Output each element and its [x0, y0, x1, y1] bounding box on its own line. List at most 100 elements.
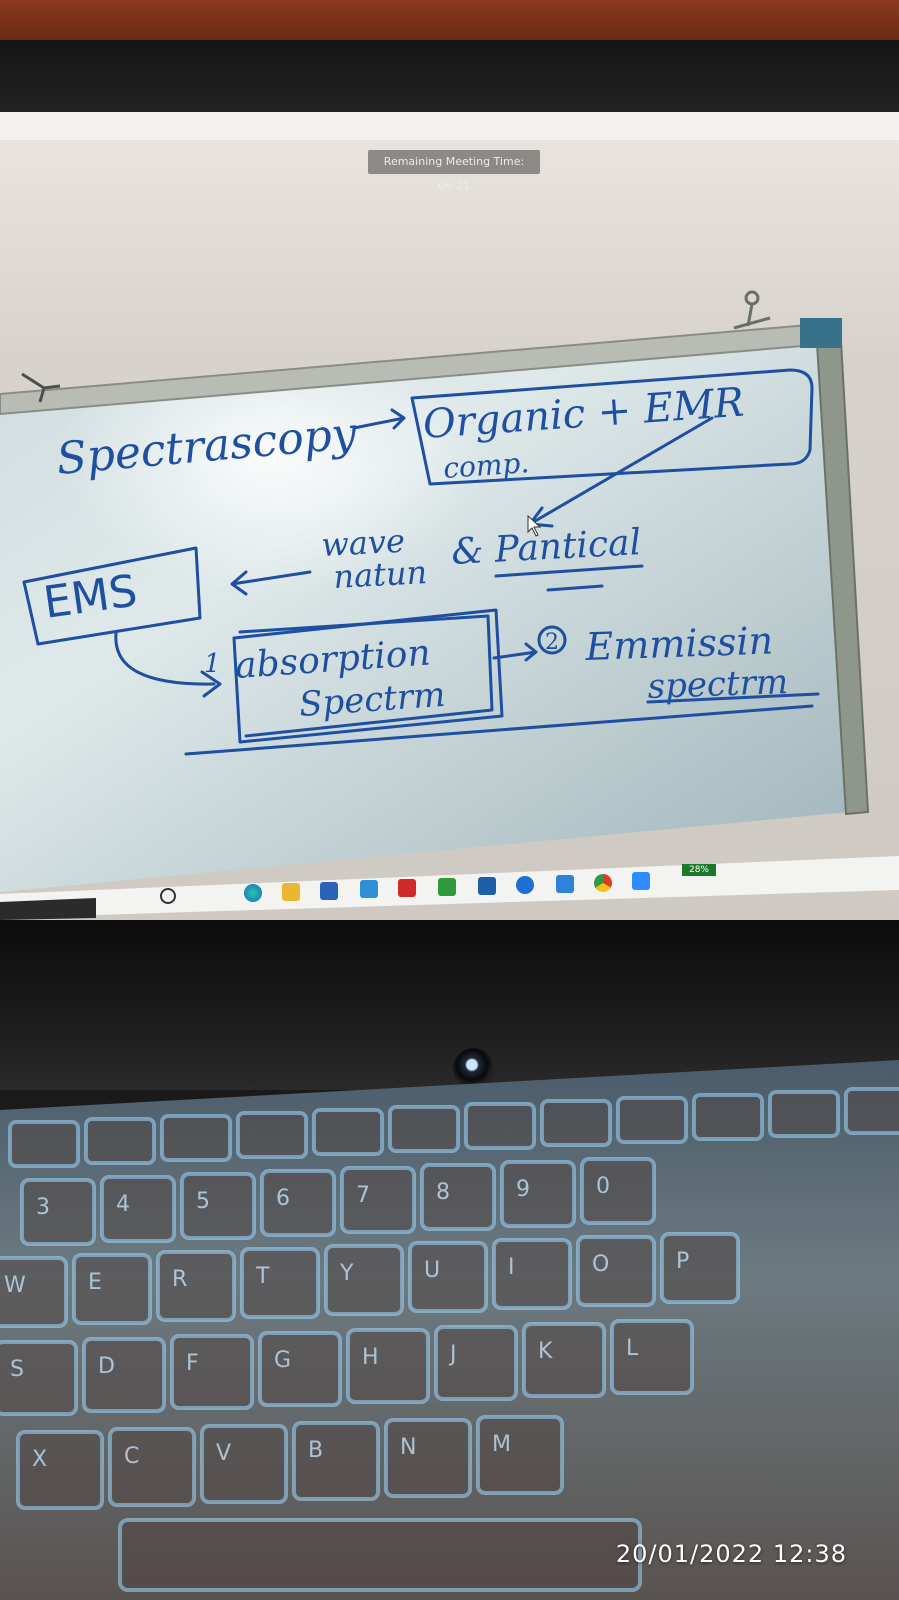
laptop-lower-bezel — [0, 920, 899, 1090]
laptop-screen: Spectrascopy Organic + EMR comp. wave na… — [0, 112, 899, 920]
key-label: Y — [339, 1261, 354, 1286]
function-key[interactable] — [464, 1102, 536, 1150]
key-label: L — [626, 1336, 639, 1361]
function-key[interactable] — [84, 1117, 156, 1165]
keyboard-key[interactable] — [610, 1319, 694, 1395]
key-label: U — [424, 1258, 440, 1283]
key-label: B — [308, 1438, 323, 1463]
xbox-icon[interactable] — [438, 878, 456, 896]
keyboard-key[interactable] — [580, 1157, 656, 1225]
key-label: V — [216, 1441, 231, 1466]
keyboard-key[interactable] — [292, 1421, 380, 1501]
edge-icon[interactable] — [244, 884, 262, 902]
app-l-icon[interactable] — [360, 880, 378, 898]
key-label: 0 — [596, 1174, 610, 1199]
text-wave: wave — [320, 522, 405, 564]
chrome-icon[interactable] — [594, 874, 612, 892]
key-label: G — [274, 1348, 291, 1373]
keyboard-key[interactable] — [492, 1238, 572, 1310]
keyboard-key[interactable] — [346, 1328, 430, 1404]
key-label: 3 — [36, 1195, 50, 1220]
key-label: M — [492, 1432, 511, 1457]
keyboard-key[interactable] — [82, 1337, 166, 1413]
keyboard-key[interactable] — [0, 1256, 68, 1328]
keyboard-key[interactable] — [240, 1247, 320, 1319]
wall-background — [0, 0, 899, 40]
key-label: 5 — [196, 1189, 210, 1214]
function-key[interactable] — [540, 1099, 612, 1147]
key-label: P — [676, 1249, 689, 1274]
function-key[interactable] — [160, 1114, 232, 1162]
laptop-top-bezel — [0, 40, 899, 112]
photo-timestamp: 20/01/2022 12:38 — [615, 1540, 847, 1568]
keyboard-key[interactable] — [522, 1322, 606, 1398]
keyboard-key[interactable] — [340, 1166, 416, 1234]
keyboard-key[interactable] — [258, 1331, 342, 1407]
keyboard-key[interactable] — [408, 1241, 488, 1313]
key-label: 8 — [436, 1180, 450, 1205]
keyboard-key[interactable] — [200, 1424, 288, 1504]
function-key[interactable] — [8, 1120, 80, 1168]
file-explorer-icon[interactable] — [282, 883, 300, 901]
function-key[interactable] — [768, 1090, 840, 1138]
keyboard-key[interactable] — [0, 1340, 78, 1416]
keyboard-key[interactable] — [156, 1250, 236, 1322]
keyboard-key[interactable] — [100, 1175, 176, 1243]
whiteboard-video: Spectrascopy Organic + EMR comp. wave na… — [0, 290, 899, 920]
key-label: T — [255, 1264, 270, 1289]
key-label: N — [400, 1435, 416, 1460]
keyboard-key[interactable] — [384, 1418, 472, 1498]
key-label: R — [172, 1267, 187, 1292]
key-label: S — [10, 1357, 24, 1382]
function-key[interactable] — [844, 1087, 899, 1135]
text-emission: Emmissin — [584, 618, 774, 669]
key-label: F — [186, 1351, 199, 1376]
cursor-icon — [527, 514, 542, 537]
keyboard-key[interactable] — [108, 1427, 196, 1507]
function-key[interactable] — [312, 1108, 384, 1156]
text-emission-spectrum: spectrm — [647, 662, 789, 707]
function-key[interactable] — [616, 1096, 688, 1144]
zoom-controls-bar — [0, 898, 96, 920]
text-absorption-number: 1 — [204, 649, 221, 679]
text-nature: natun — [332, 553, 428, 596]
function-key[interactable] — [692, 1093, 764, 1141]
key-label: H — [362, 1345, 379, 1370]
recycle-icon[interactable] — [556, 875, 574, 893]
keyboard-key[interactable] — [434, 1325, 518, 1401]
mcafee-icon[interactable] — [398, 879, 416, 897]
key-label: J — [448, 1342, 457, 1367]
key-label: K — [538, 1339, 553, 1364]
keyboard-key[interactable] — [660, 1232, 740, 1304]
key-label: 6 — [276, 1186, 290, 1211]
keyboard-key[interactable] — [420, 1163, 496, 1231]
media-player-icon[interactable] — [516, 876, 534, 894]
keyboard-key[interactable] — [20, 1178, 96, 1246]
app-icon[interactable] — [478, 877, 496, 895]
function-key[interactable] — [388, 1105, 460, 1153]
key-label: 9 — [516, 1177, 530, 1202]
key-label: X — [32, 1447, 47, 1472]
keyboard-key[interactable] — [576, 1235, 656, 1307]
key-label: O — [592, 1252, 609, 1277]
text-comp: comp. — [442, 446, 530, 485]
text-emission-number: 2 — [545, 630, 559, 655]
meeting-timer: Remaining Meeting Time: 06:21 — [368, 150, 540, 192]
keyboard-key[interactable] — [180, 1172, 256, 1240]
mail-icon[interactable] — [320, 882, 338, 900]
space-bar[interactable] — [118, 1518, 642, 1592]
keyboard-key[interactable] — [260, 1169, 336, 1237]
function-key[interactable] — [236, 1111, 308, 1159]
keyboard-key[interactable] — [500, 1160, 576, 1228]
keyboard-key[interactable] — [324, 1244, 404, 1316]
keyboard-key[interactable] — [16, 1430, 104, 1510]
text-particle: & Pantical — [450, 522, 642, 573]
keyboard-key[interactable] — [72, 1253, 152, 1325]
keyboard-key[interactable] — [170, 1334, 254, 1410]
key-label: W — [4, 1273, 26, 1298]
keyboard-key[interactable] — [476, 1415, 564, 1495]
key-label: I — [508, 1255, 515, 1280]
zoom-icon[interactable] — [632, 872, 650, 890]
key-label: D — [98, 1354, 115, 1379]
